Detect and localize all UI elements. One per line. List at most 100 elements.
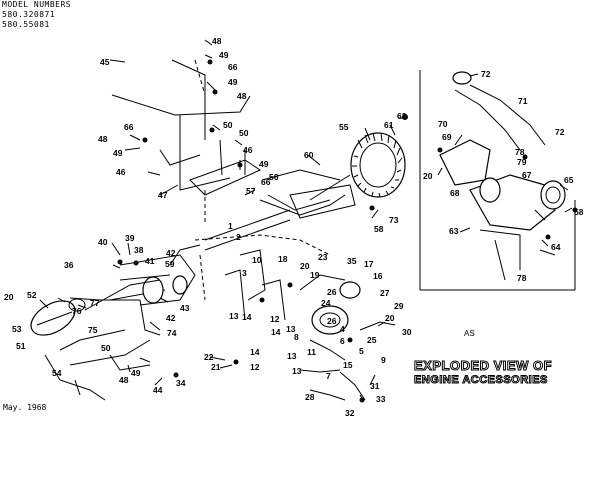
- callout-77: 77: [90, 298, 100, 308]
- callout-10: 10: [252, 255, 262, 265]
- callout-61: 61: [384, 120, 394, 130]
- callout-70: 70: [438, 119, 448, 129]
- callout-8: 8: [294, 332, 299, 342]
- callout-50: 50: [101, 343, 111, 353]
- callout-50: 50: [223, 120, 233, 130]
- callout-73: 73: [389, 215, 399, 225]
- callout-78: 78: [515, 147, 525, 157]
- callout-1: 1: [228, 221, 233, 231]
- callout-53: 53: [12, 324, 22, 334]
- callout-48: 48: [237, 91, 247, 101]
- callout-20: 20: [4, 292, 14, 302]
- callout-12: 12: [270, 314, 280, 324]
- callout-labels: 48 49 66 49 48 45 66 48 49 46 50 50 46 4…: [4, 36, 584, 418]
- callout-35: 35: [347, 256, 357, 266]
- callout-20: 20: [300, 261, 310, 271]
- callout-25: 25: [367, 335, 377, 345]
- callout-72: 72: [555, 127, 565, 137]
- callout-41: 41: [145, 256, 155, 266]
- callout-71: 71: [518, 96, 528, 106]
- callout-16: 16: [373, 271, 383, 281]
- callout-31: 31: [370, 381, 380, 391]
- callout-7: 7: [326, 371, 331, 381]
- model-number-2: 580.55081: [2, 20, 50, 29]
- callout-58: 58: [574, 207, 584, 217]
- callout-15: 15: [343, 360, 353, 370]
- callout-75: 75: [88, 325, 98, 335]
- callout-22: 22: [204, 352, 214, 362]
- callout-11: 11: [307, 347, 316, 357]
- callout-40: 40: [98, 237, 108, 247]
- reference-note: AS: [464, 329, 475, 338]
- callout-46: 46: [243, 145, 253, 155]
- callout-39: 39: [125, 233, 135, 243]
- callout-58: 58: [374, 224, 384, 234]
- callout-36: 36: [64, 260, 74, 270]
- callout-20: 20: [423, 171, 433, 181]
- callout-6: 6: [340, 336, 345, 346]
- callout-4: 4: [340, 324, 345, 334]
- callout-2: 2: [236, 232, 241, 242]
- callout-18: 18: [278, 254, 288, 264]
- model-numbers-heading: MODEL NUMBERS: [2, 0, 72, 9]
- callout-30: 30: [402, 327, 412, 337]
- callout-49: 49: [259, 159, 269, 169]
- callout-38: 38: [134, 245, 144, 255]
- callout-43: 43: [180, 303, 190, 313]
- callout-67: 67: [522, 170, 532, 180]
- callout-14: 14: [271, 327, 281, 337]
- callout-13: 13: [292, 366, 302, 376]
- callout-13: 13: [286, 324, 296, 334]
- callout-20: 20: [385, 313, 395, 323]
- revision-date: May. 1968: [3, 403, 47, 412]
- callout-57: 57: [246, 186, 256, 196]
- callout-48: 48: [98, 134, 108, 144]
- callout-33: 33: [376, 394, 386, 404]
- callout-72: 72: [481, 69, 491, 79]
- callout-49: 49: [228, 77, 238, 87]
- callout-69: 69: [442, 132, 452, 142]
- callout-13: 13: [229, 311, 239, 321]
- callout-50: 50: [239, 128, 249, 138]
- callout-23: 23: [318, 252, 328, 262]
- callout-14: 14: [242, 312, 252, 322]
- callout-76: 76: [72, 306, 82, 316]
- callout-9: 9: [381, 355, 386, 365]
- callout-19: 19: [310, 270, 320, 280]
- callout-62: 62: [397, 111, 407, 121]
- callout-66: 66: [228, 62, 238, 72]
- callout-49: 49: [131, 368, 141, 378]
- callout-49: 49: [113, 148, 123, 158]
- callout-32: 32: [345, 408, 355, 418]
- callout-27: 27: [380, 288, 390, 298]
- callout-45: 45: [100, 57, 110, 67]
- callout-14: 14: [250, 347, 260, 357]
- callout-51: 51: [16, 341, 26, 351]
- callout-48: 48: [119, 375, 129, 385]
- callout-55: 55: [339, 122, 349, 132]
- callout-26: 26: [327, 316, 337, 326]
- callout-65: 65: [564, 175, 574, 185]
- callout-78: 78: [517, 273, 527, 283]
- callout-54: 54: [52, 368, 62, 378]
- callout-12: 12: [250, 362, 260, 372]
- callout-34: 34: [176, 378, 186, 388]
- line-art: [30, 39, 578, 403]
- callout-49: 49: [219, 50, 229, 60]
- callout-21: 21: [211, 362, 221, 372]
- callout-24: 24: [321, 298, 331, 308]
- callout-5: 5: [359, 346, 364, 356]
- callout-42: 42: [166, 313, 176, 323]
- callout-79: 79: [517, 157, 527, 167]
- callout-68: 68: [450, 188, 460, 198]
- diagram-title-line2: ENGINE ACCESSORIES: [414, 374, 548, 387]
- diagram-title-line1: EXPLODED VIEW OF: [413, 358, 553, 374]
- model-number-1: 580.320871: [2, 10, 56, 19]
- callout-42: 42: [166, 248, 176, 258]
- callout-48: 48: [212, 36, 222, 46]
- callout-44: 44: [153, 385, 163, 395]
- callout-64: 64: [551, 242, 561, 252]
- callout-52: 52: [27, 290, 37, 300]
